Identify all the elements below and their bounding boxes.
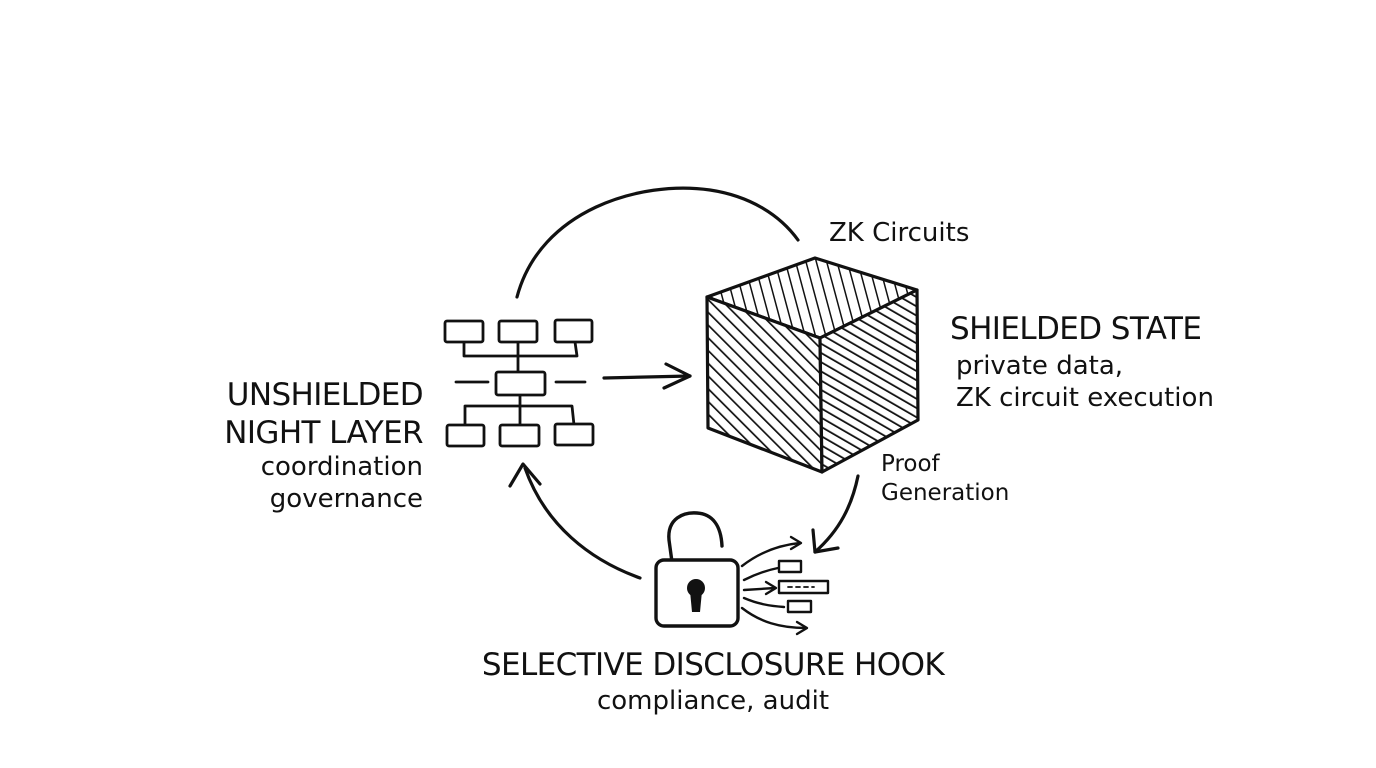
arc-arrow-top — [515, 186, 800, 299]
network-to-cube-arrow — [602, 374, 692, 380]
unshielded-title-line1: UNSHIELDED — [226, 377, 424, 413]
cycle-arrows — [508, 186, 860, 580]
padlock-shackle — [667, 511, 724, 564]
open-padlock-icon — [654, 511, 740, 628]
unshielded-desc-line2: governance — [269, 484, 423, 514]
unshielded-desc-line1: coordination — [260, 452, 423, 482]
shielded-state-title: SHIELDED STATE — [950, 311, 1202, 347]
disclosure-to-network-arrow — [523, 466, 642, 580]
proof-generation-line2: Generation — [881, 480, 1010, 506]
unshielded-title-line2: NIGHT LAYER — [224, 415, 423, 451]
node-network-icon — [443, 318, 595, 448]
data-stream-icon — [740, 535, 830, 636]
proof-generation-line1: Proof — [881, 451, 940, 477]
zk-circuits-label: ZK Circuits — [829, 218, 970, 248]
cube-to-disclosure-arrowhead — [811, 528, 840, 554]
shielded-desc-line2: ZK circuit execution — [956, 383, 1214, 413]
selective-disclosure-desc: compliance, audit — [596, 686, 830, 716]
shielded-cube-icon — [705, 256, 920, 474]
cube-side-face — [818, 288, 920, 474]
selective-disclosure-title: SELECTIVE DISCLOSURE HOOK — [481, 647, 945, 683]
shielded-desc-line1: private data, — [956, 351, 1124, 381]
disclosure-to-network-arrowhead — [508, 462, 542, 488]
network-to-cube-arrowhead — [662, 362, 692, 390]
cube-to-disclosure-arrow — [813, 474, 860, 554]
